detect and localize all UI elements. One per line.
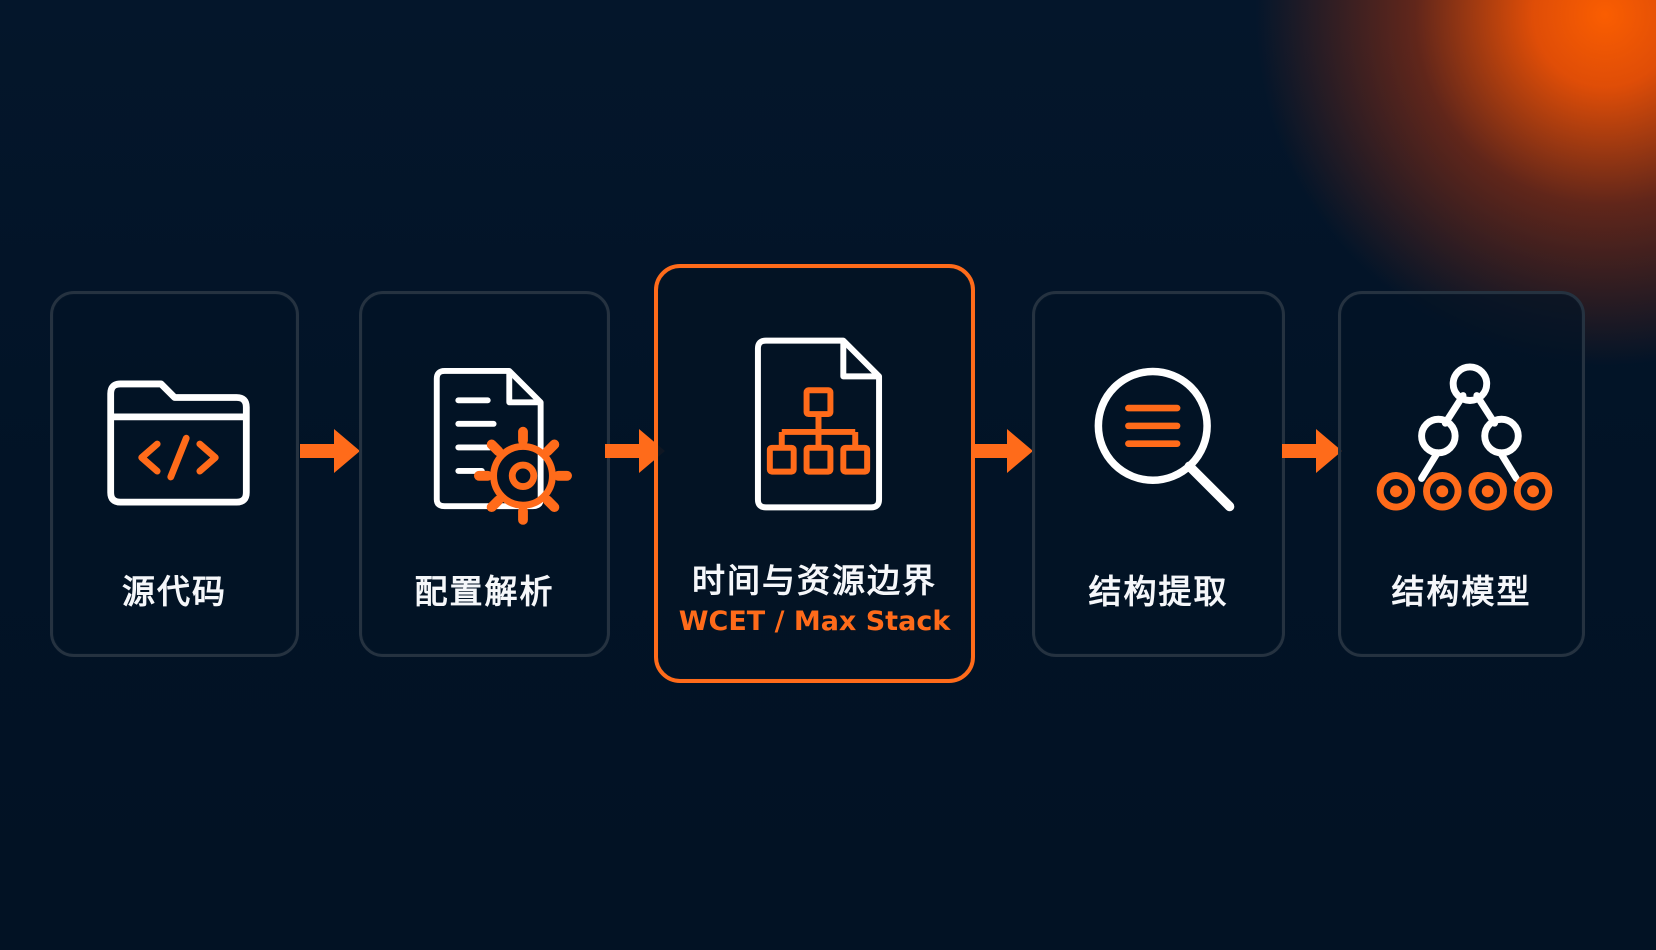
step-label: 源代码 (122, 572, 227, 611)
step-card-source-code: 源代码 (50, 291, 299, 657)
step-card-timing-resource-bounds: 时间与资源边界 WCET / Max Stack (654, 264, 975, 683)
arrow-right-icon (300, 429, 360, 473)
step-label: 结构提取 (1088, 572, 1229, 611)
step-card-structure-extract: 结构提取 (1032, 291, 1285, 657)
arrow-right-icon (605, 429, 665, 473)
arrow-right-icon (1282, 429, 1342, 473)
step-label: 结构模型 (1391, 572, 1532, 611)
step-card-structure-model: 结构模型 (1338, 291, 1585, 657)
step-card-config-parse: 配置解析 (359, 291, 610, 657)
folder-code-icon (107, 380, 250, 506)
step-label: 配置解析 (414, 572, 555, 611)
document-hierarchy-icon (754, 337, 883, 511)
step-sublabel: WCET / Max Stack (678, 606, 951, 637)
arrow-right-icon (973, 429, 1033, 473)
document-gear-icon (433, 368, 572, 525)
magnifier-icon (1094, 367, 1235, 512)
step-label: 时间与资源边界 (692, 561, 937, 600)
tree-nodes-icon (1376, 363, 1553, 511)
